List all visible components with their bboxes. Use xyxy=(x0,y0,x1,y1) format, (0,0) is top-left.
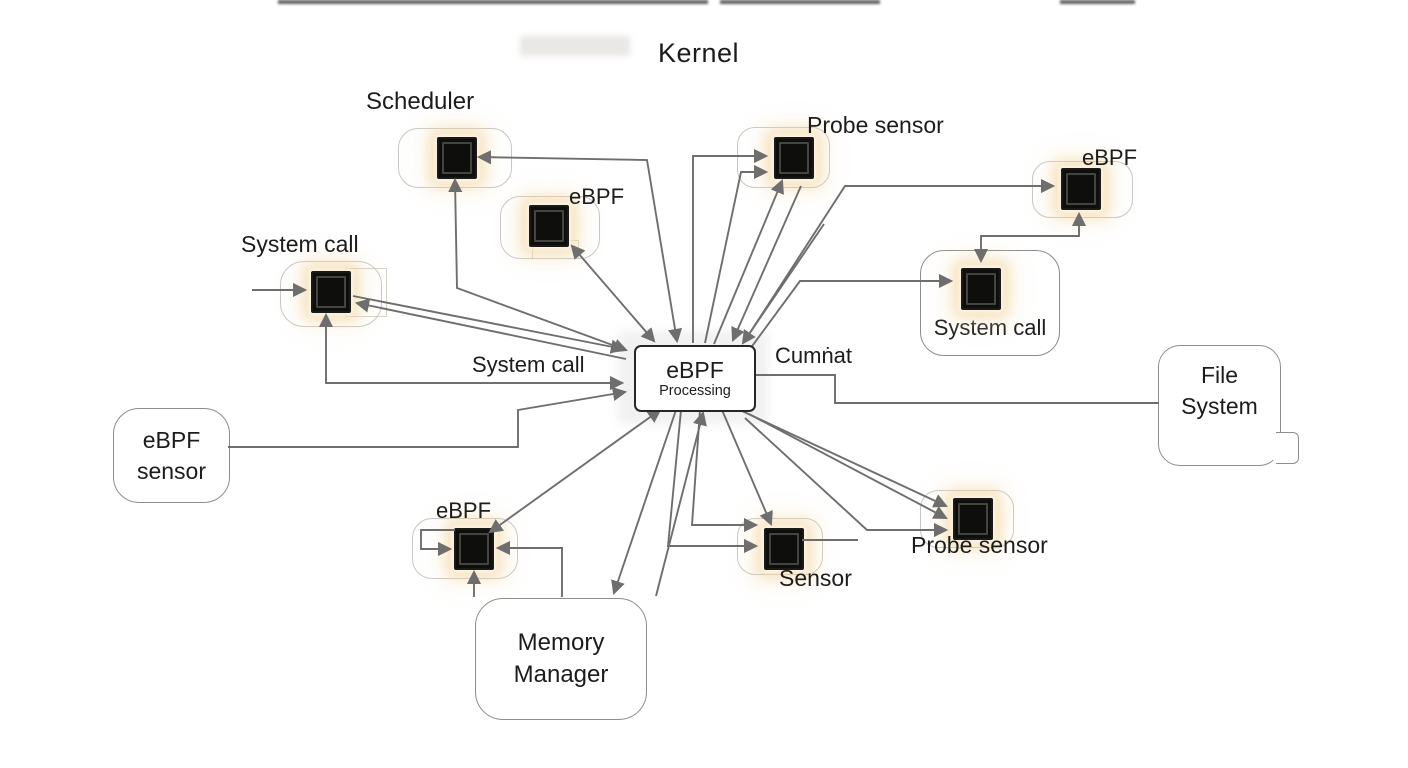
top-artifact-strip xyxy=(1060,0,1135,4)
faint-smudge xyxy=(520,36,630,56)
label-probe-sensor-bottom: Probe sensor xyxy=(911,532,1048,558)
ebpf-processing-line2: Processing xyxy=(659,382,731,399)
label-ebpf-top-left: eBPF xyxy=(569,184,625,209)
edge-label-system-call: System call xyxy=(472,352,585,377)
chip-icon xyxy=(953,498,993,540)
node-file-system: File System xyxy=(1158,345,1281,466)
chip-icon xyxy=(454,528,494,570)
diagram-title: Kernel xyxy=(658,38,740,68)
label-system-call-right: System call xyxy=(933,315,1047,340)
file-system-line2: System xyxy=(1181,393,1258,419)
top-artifact-strip xyxy=(278,0,708,4)
label-probe-sensor-top: Probe sensor xyxy=(807,112,944,138)
memory-manager-line1: Memory xyxy=(517,629,605,656)
label-sensor-bottom: Sensor xyxy=(779,565,852,591)
label-ebpf-top-right: eBPF xyxy=(1082,145,1138,170)
file-system-notch-fill xyxy=(1270,434,1282,460)
chip-icon xyxy=(764,528,804,570)
chip-icon xyxy=(529,205,569,247)
label-scheduler: Scheduler xyxy=(366,88,475,115)
ebpf-sensor-line2: sensor xyxy=(136,457,207,484)
label-system-call-left: System call xyxy=(241,231,359,257)
top-artifact-strip xyxy=(720,0,880,4)
label-ebpf-bottom-left: eBPF xyxy=(436,498,492,523)
node-memory-manager: Memory Manager xyxy=(475,598,647,720)
ebpf-processing-line1: eBPF xyxy=(666,356,724,383)
chip-icon xyxy=(311,271,351,313)
edge-label-cumnat: Cumṅat xyxy=(775,343,853,368)
file-system-line1: File xyxy=(1200,362,1239,388)
chip-icon xyxy=(961,268,1001,310)
chip-icon xyxy=(1061,168,1101,210)
chip-icon xyxy=(774,137,814,179)
chip-icon xyxy=(437,137,477,179)
node-ebpf-sensor: eBPF sensor xyxy=(113,408,230,503)
node-ebpf-processing: eBPF Processing xyxy=(634,345,756,412)
ebpf-sensor-line1: eBPF xyxy=(142,426,201,453)
memory-manager-line2: Manager xyxy=(513,661,609,688)
